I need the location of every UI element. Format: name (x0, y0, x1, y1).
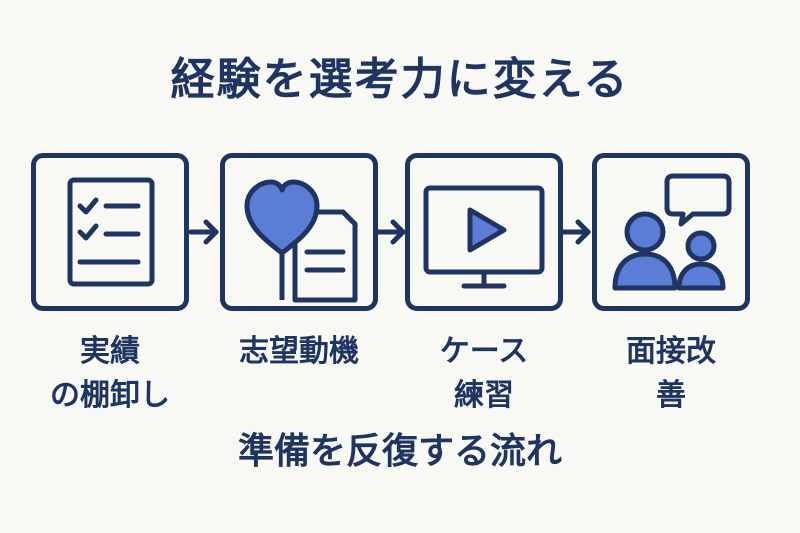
step-label-3-line-1: ケース (439, 334, 529, 369)
flow-subtitle: 準備を反復する流れ (237, 431, 562, 472)
step-label-4-line-1: 面接改 (626, 334, 716, 369)
video-monitor-icon (423, 185, 545, 289)
step-label-1-line-2: の棚卸し (50, 378, 170, 413)
step-label-1-line-1: 実績 (80, 334, 140, 369)
step-card-4 (592, 153, 750, 311)
arrow-right-icon-1 (188, 219, 219, 245)
step-label-3: ケース 練習 (394, 330, 574, 418)
interview-people-icon (612, 173, 732, 291)
arrow-right-icon-3 (560, 219, 591, 245)
step-card-1 (31, 153, 189, 311)
step-label-4-line-2: 善 (656, 378, 686, 413)
step-label-3-line-2: 練習 (454, 378, 514, 413)
step-card-3 (405, 153, 563, 311)
step-card-2 (220, 153, 378, 311)
step-label-1: 実績 の棚卸し (20, 330, 200, 418)
page-title: 経験を選考力に変える (170, 54, 630, 105)
heart-document-icon (244, 179, 358, 303)
arrow-right-icon-2 (375, 219, 406, 245)
checklist-icon (67, 177, 155, 287)
step-label-2-line-1: 志望動機 (239, 334, 359, 369)
step-label-2: 志望動機 (209, 330, 389, 374)
step-label-4: 面接改 善 (581, 330, 761, 418)
